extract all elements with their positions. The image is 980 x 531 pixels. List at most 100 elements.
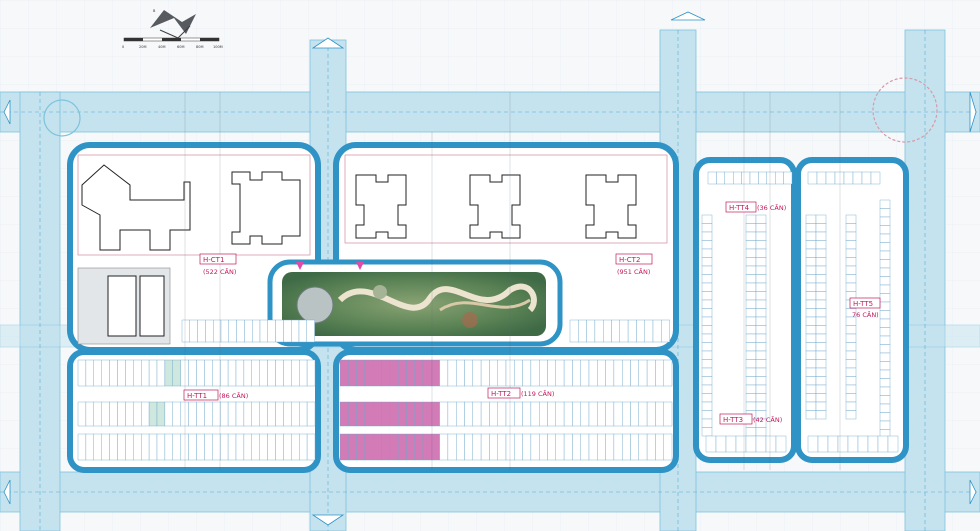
- lot-parcel: [414, 401, 424, 427]
- lot-parcel: [133, 433, 142, 461]
- lot-parcel: [539, 401, 548, 427]
- lot-parcel: [299, 433, 308, 461]
- lot-parcel: [93, 401, 102, 427]
- lot-parcel: [619, 319, 629, 343]
- lot-parcel: [156, 359, 166, 387]
- lot-parcel: [845, 240, 857, 250]
- lot-parcel: [745, 435, 757, 453]
- lot-parcel: [133, 401, 142, 427]
- lot-parcel: [845, 325, 857, 335]
- lot-parcel: [755, 299, 767, 309]
- lot-parcel: [259, 359, 268, 387]
- lot-parcel: [701, 257, 713, 267]
- lot-parcel: [701, 325, 713, 335]
- lot-parcel: [251, 401, 260, 427]
- lot-parcel: [622, 359, 631, 387]
- lot-parcel: [701, 291, 713, 301]
- lot-parcel: [148, 401, 158, 427]
- road-arrow-icon: [670, 11, 706, 21]
- lot-parcel: [755, 359, 767, 369]
- lot-parcel: [745, 257, 757, 267]
- lot-parcel: [196, 359, 205, 387]
- lot-parcel: [805, 291, 817, 301]
- lot-parcel: [852, 171, 863, 185]
- lot-parcel: [766, 171, 776, 185]
- lot-parcel: [879, 318, 891, 328]
- lot-parcel: [845, 410, 857, 420]
- lot-parcel: [180, 401, 189, 427]
- lot-parcel: [887, 435, 899, 453]
- lot-parcel: [701, 410, 713, 420]
- lot-parcel: [745, 308, 757, 318]
- lot-parcel: [879, 267, 891, 277]
- scale-label: 100M: [213, 45, 223, 49]
- lot-parcel: [243, 401, 252, 427]
- lot-parcel: [655, 359, 664, 387]
- lot-parcel: [805, 257, 817, 267]
- lot-parcel: [219, 401, 229, 427]
- lot-parcel: [291, 319, 300, 343]
- lot-parcel: [259, 401, 268, 427]
- lot-parcel: [472, 359, 482, 387]
- lot-parcel: [805, 376, 817, 386]
- lot-parcel: [701, 240, 713, 250]
- lot-parcel: [815, 265, 827, 275]
- lot-parcel: [406, 433, 415, 461]
- zone-code-h-tt2: H-TT2: [491, 390, 511, 398]
- lot-parcel: [180, 359, 189, 387]
- lot-parcel: [815, 231, 827, 241]
- lot-parcel: [879, 412, 891, 422]
- zone-labels: H-CT1 (522 CĂN) H-CT2 (951 CĂN) H-TT1 (8…: [183, 201, 881, 425]
- lot-grid: [77, 92, 899, 470]
- lot-parcel: [758, 171, 768, 185]
- lot-parcel: [603, 319, 612, 343]
- lot-parcel: [456, 359, 465, 387]
- lot-parcel: [755, 384, 767, 394]
- lot-parcel: [646, 433, 656, 461]
- lot-parcel: [741, 171, 751, 185]
- lot-parcel: [622, 433, 631, 461]
- lot-parcel: [701, 316, 713, 326]
- lot-parcel: [356, 401, 366, 427]
- lot-parcel: [701, 333, 713, 343]
- lot-parcel: [299, 359, 308, 387]
- lot-parcel: [879, 361, 891, 371]
- lot-parcel: [749, 171, 759, 185]
- lot-parcel: [406, 359, 415, 387]
- lot-parcel: [555, 401, 565, 427]
- lot-parcel: [701, 282, 713, 292]
- lot-parcel: [755, 333, 767, 343]
- lot-parcel: [701, 376, 713, 386]
- lot-parcel: [815, 367, 827, 377]
- lot-parcel: [661, 319, 670, 343]
- road-arrow-icon: [3, 479, 11, 505]
- lot-parcel: [125, 401, 134, 427]
- lot-parcel: [547, 401, 557, 427]
- lot-parcel: [755, 257, 767, 267]
- lot-parcel: [845, 350, 857, 360]
- lot-parcel: [339, 433, 349, 461]
- lot-parcel: [701, 350, 713, 360]
- lot-parcel: [663, 401, 673, 427]
- lot-parcel: [655, 401, 664, 427]
- lot-parcel: [497, 359, 507, 387]
- lot-parcel: [140, 401, 150, 427]
- lot-parcel: [251, 319, 261, 343]
- lot-parcel: [815, 223, 827, 233]
- lot-parcel: [745, 240, 757, 250]
- lot-parcel: [879, 395, 891, 405]
- lot-parcel: [447, 401, 457, 427]
- lot-parcel: [514, 359, 523, 387]
- lot-parcel: [807, 435, 819, 453]
- lot-parcel: [857, 435, 869, 453]
- lot-parcel: [655, 433, 664, 461]
- road-arrow-icon: [311, 37, 345, 49]
- lot-parcel: [861, 171, 872, 185]
- lot-parcel: [588, 359, 598, 387]
- lot-parcel: [845, 223, 857, 233]
- lot-parcel: [805, 240, 817, 250]
- lot-parcel: [636, 319, 645, 343]
- lot-parcel: [101, 401, 110, 427]
- lot-parcel: [847, 435, 859, 453]
- lot-parcel: [805, 231, 817, 241]
